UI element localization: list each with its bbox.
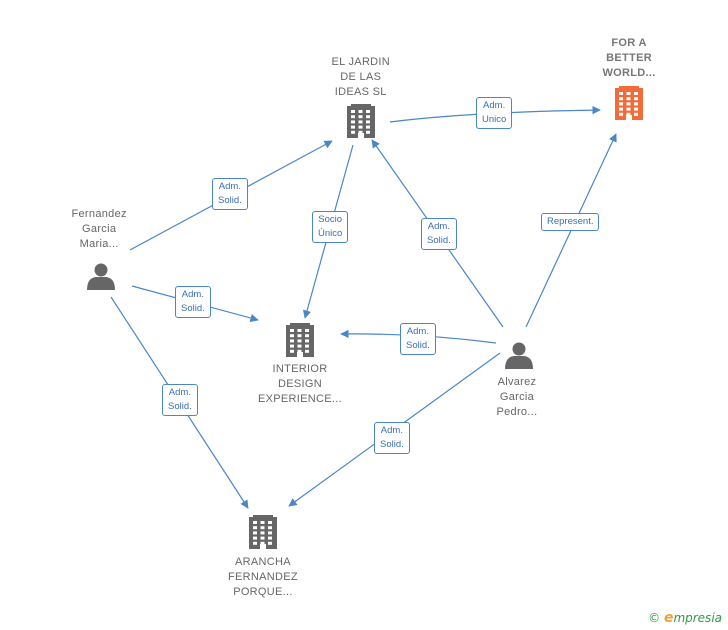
edge-label-line: Socio: [318, 214, 343, 225]
edge-label-line: Adm.: [168, 387, 191, 398]
edge-label[interactable]: Adm. Unico: [476, 97, 513, 129]
person-icon[interactable]: [505, 342, 533, 370]
node-label-line: DE LAS: [340, 71, 382, 83]
node-label-line: Pedro...: [496, 406, 538, 418]
edge-label-line: Único: [318, 228, 343, 239]
edge-label[interactable]: Adm. Solid.: [374, 422, 410, 454]
node-label-line: INTERIOR: [272, 363, 328, 375]
node-label-line: DESIGN: [278, 378, 322, 390]
edge-label-line: Unico: [482, 114, 507, 125]
node-label-for_a_better[interactable]: FOR A BETTER WORLD...: [603, 36, 656, 81]
node-label-line: FERNANDEZ: [228, 571, 298, 583]
edge-label-line: Represent.: [547, 216, 594, 227]
person-icon[interactable]: [87, 263, 115, 291]
edge-label-line: Adm.: [406, 326, 429, 337]
edge-label-line: Solid.: [168, 401, 192, 412]
building-icon[interactable]: [249, 515, 277, 549]
node-label-line: BETTER: [606, 52, 652, 64]
building-icon[interactable]: [615, 86, 643, 120]
edge-label-line: Adm.: [483, 100, 506, 111]
node-label-line: ARANCHA: [235, 556, 291, 568]
edge-label-line: Adm.: [380, 425, 403, 436]
node-label-arancha[interactable]: ARANCHA FERNANDEZ PORQUE...: [228, 555, 298, 600]
node-label-line: EL JARDIN: [331, 56, 391, 68]
edge-label[interactable]: Adm. Solid.: [162, 384, 198, 416]
brand-watermark: © empresia: [648, 610, 722, 626]
node-label-el_jardin[interactable]: EL JARDIN DE LAS IDEAS SL: [332, 55, 391, 100]
brand-initial: e: [663, 610, 674, 626]
edge-label-line: Solid.: [406, 340, 430, 351]
node-label-line: Alvarez: [497, 376, 537, 388]
edge-label[interactable]: Adm. Solid.: [175, 286, 211, 318]
edge-label[interactable]: Adm. Solid.: [400, 323, 436, 355]
edge-label[interactable]: Adm. Solid.: [421, 218, 457, 250]
node-label-line: WORLD...: [602, 67, 656, 79]
node-label-line: Fernandez: [71, 208, 127, 220]
node-label-interior[interactable]: INTERIOR DESIGN EXPERIENCE...: [258, 362, 342, 407]
brand-name: mpresia: [673, 611, 722, 625]
edge-label-line: Adm.: [218, 181, 241, 192]
edge-label-line: Solid.: [218, 195, 242, 206]
node-label-line: Garcia: [499, 391, 535, 403]
copyright-symbol: ©: [648, 611, 661, 625]
node-label-line: IDEAS SL: [334, 86, 387, 98]
edge-label[interactable]: Adm. Solid.: [212, 178, 248, 210]
node-label-line: Maria...: [79, 238, 119, 250]
node-label-line: Garcia: [82, 223, 117, 235]
edge-label-line: Solid.: [380, 439, 404, 450]
building-icon[interactable]: [286, 323, 314, 357]
node-label-line: PORQUE...: [233, 586, 293, 598]
edge-label-line: Solid.: [427, 235, 451, 246]
building-icon[interactable]: [347, 104, 375, 138]
edge-label-line: Adm.: [181, 289, 204, 300]
edge-label-line: Adm.: [427, 221, 450, 232]
edge-label-line: Solid.: [181, 303, 205, 314]
edge-label[interactable]: Represent.: [541, 213, 600, 231]
node-label-line: FOR A: [611, 37, 647, 49]
node-label-line: EXPERIENCE...: [258, 393, 342, 405]
